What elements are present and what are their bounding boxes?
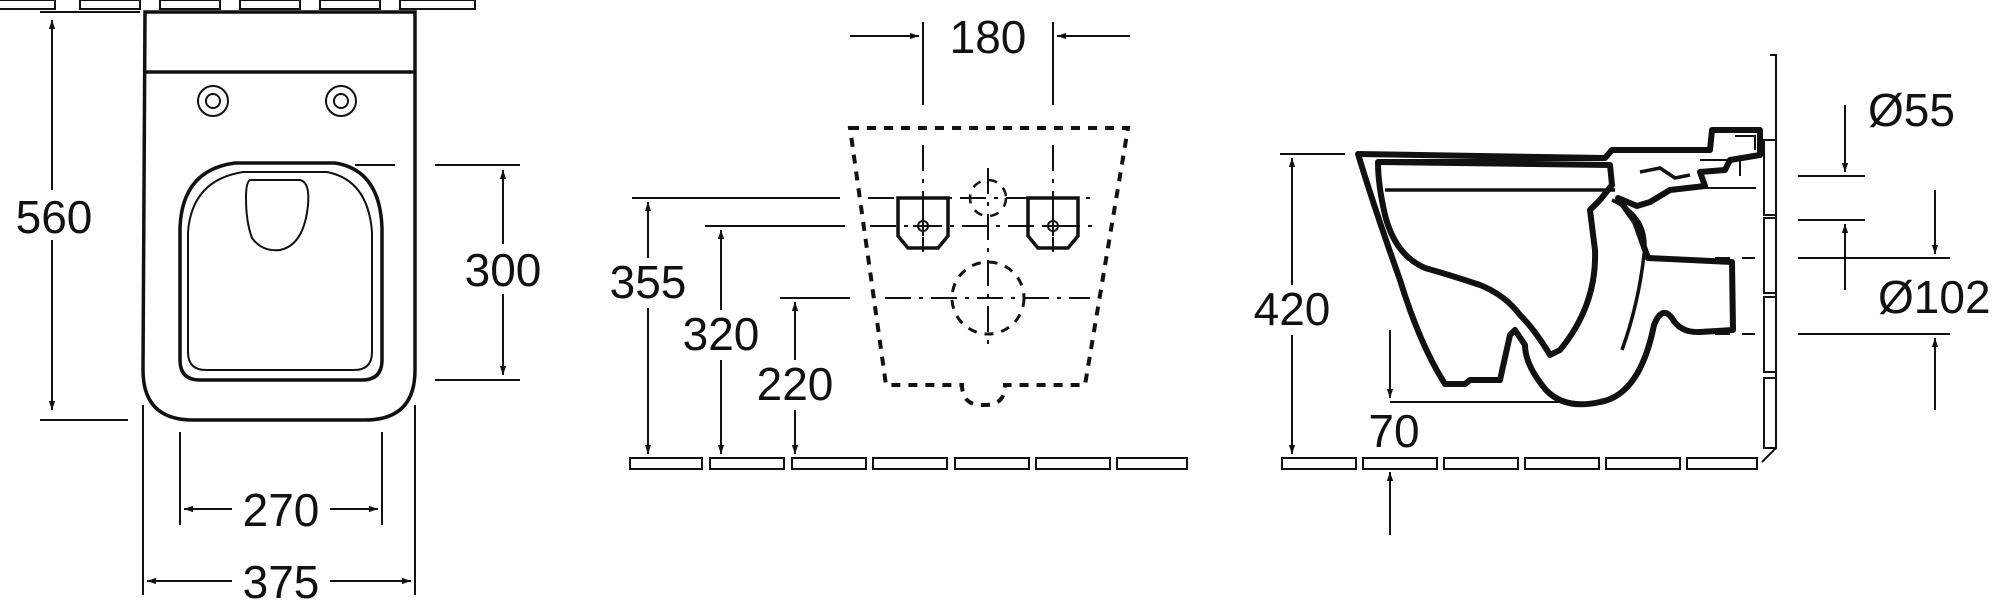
bowl-section-outer — [1355, 127, 1763, 408]
dim-upper-connection-label: 320 — [683, 308, 760, 360]
dim-inlet-diameter-label: Ø55 — [1868, 84, 1955, 136]
plan-wall-tiles — [0, 0, 476, 10]
dim-lower-connection-label: 220 — [757, 358, 834, 410]
bowl-section-inner — [1375, 159, 1615, 358]
dim-seat-width-label: 270 — [243, 484, 320, 536]
dim-outlet-diameter-label: Ø102 — [1878, 271, 1991, 323]
bowl-outline-top — [141, 10, 417, 422]
dim-fixing-height-label: 355 — [610, 256, 687, 308]
fixing-cap-right — [325, 85, 357, 117]
side-wall — [1761, 54, 1777, 463]
front-dashed-outline — [847, 126, 1131, 407]
seat-opening-outline — [178, 161, 384, 382]
dim-height-label: 560 — [16, 191, 93, 243]
side-view: 420 70 Ø55 Ø102 — [1245, 54, 2000, 535]
front-floor-tiles — [629, 457, 1188, 470]
dim-overall-width-label: 375 — [243, 556, 320, 601]
dim-floor-offset-label: 70 — [1368, 405, 1419, 457]
water-area — [244, 179, 310, 252]
front-view: 180 355 320 220 — [600, 11, 1188, 470]
dim-rim-height-label: 420 — [1254, 283, 1331, 335]
seat-opening-inner — [187, 171, 373, 371]
fixing-cap-left — [197, 85, 229, 117]
dim-seat-depth-label: 300 — [465, 244, 542, 296]
side-floor-tiles — [1281, 457, 1758, 470]
plan-view: 560 300 270 375 — [0, 0, 550, 601]
dim-fixing-spacing-label: 180 — [950, 11, 1027, 63]
